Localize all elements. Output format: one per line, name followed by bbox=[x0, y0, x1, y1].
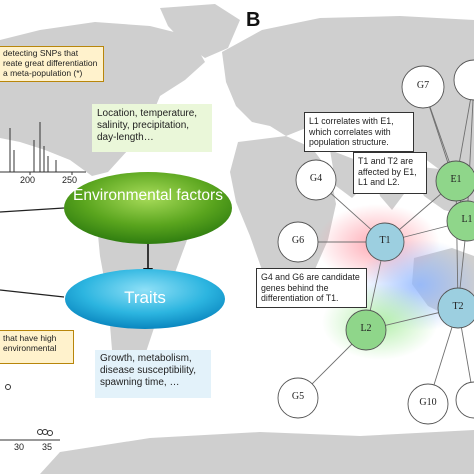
annotation-g4-g6: G4 and G6 are candidate genes behind the… bbox=[256, 268, 367, 308]
annotation-l1-e1: L1 correlates with E1, which correlates … bbox=[304, 112, 414, 152]
landscape-node-l1 bbox=[446, 200, 474, 242]
gene-node-g5 bbox=[277, 377, 319, 419]
note-line: environmental bbox=[3, 343, 57, 354]
panel-label: B bbox=[246, 9, 261, 31]
axis-tick-label: 30 bbox=[14, 442, 25, 452]
connector-line bbox=[0, 289, 65, 298]
network-node-shapes bbox=[277, 59, 474, 425]
trait-node-t2 bbox=[437, 287, 474, 329]
node-label-g7: G7 bbox=[416, 80, 430, 91]
node-label-t1: T1 bbox=[379, 235, 391, 246]
landscape-node-l2 bbox=[345, 309, 387, 351]
traits-ellipse bbox=[65, 269, 225, 329]
snp-detection-note: detecting SNPs that reate great differen… bbox=[0, 46, 104, 82]
note-line: detecting SNPs that bbox=[3, 48, 79, 58]
node-label-e1: E1 bbox=[450, 174, 462, 185]
node-label-g4: G4 bbox=[309, 173, 323, 184]
node-label-l1: L1 bbox=[461, 214, 473, 225]
node-label-l2: L2 bbox=[360, 323, 372, 334]
trait-node-t1 bbox=[365, 222, 405, 262]
gene-node-g10 bbox=[407, 383, 449, 425]
environmental-factors-ellipse bbox=[64, 172, 232, 244]
axis-tick-label: 35 bbox=[42, 442, 53, 452]
environment-node-e1 bbox=[435, 160, 474, 202]
gene-node-partial bbox=[455, 381, 474, 419]
scatter-point bbox=[5, 384, 11, 390]
trait-examples-box: Growth, metabolism, disease susceptibili… bbox=[95, 350, 211, 398]
scatter-point bbox=[47, 430, 53, 436]
node-label-t2: T2 bbox=[452, 301, 464, 312]
environment-association-note: that have high environmental bbox=[0, 330, 74, 364]
gene-node-g6 bbox=[277, 221, 319, 263]
gene-node-g4 bbox=[295, 159, 337, 201]
note-line: that have high bbox=[3, 333, 57, 343]
annotation-t1-t2: T1 and T2 are affected by E1, L1 and L2. bbox=[353, 152, 427, 194]
node-label-g6: G6 bbox=[291, 235, 305, 246]
scatter-point bbox=[37, 429, 43, 435]
connector-line bbox=[0, 207, 65, 213]
left-panel-plots bbox=[0, 122, 86, 441]
note-line: reate great differentiation bbox=[3, 58, 98, 69]
gene-node-g7 bbox=[401, 65, 445, 109]
traits-label: Traits bbox=[124, 288, 166, 307]
scatter-point bbox=[42, 429, 48, 435]
environment-examples-box: Location, temperature, salinity, precipi… bbox=[92, 104, 212, 152]
note-line: a meta-population (*) bbox=[3, 68, 83, 79]
node-label-g10: G10 bbox=[419, 397, 437, 408]
environmental-factors-label: Environmental factors bbox=[73, 187, 223, 204]
node-label-g5: G5 bbox=[291, 391, 305, 402]
gene-node-g8 bbox=[453, 59, 474, 101]
axis-tick-label: 250 bbox=[62, 175, 78, 185]
axis-tick-label: 200 bbox=[20, 175, 36, 185]
